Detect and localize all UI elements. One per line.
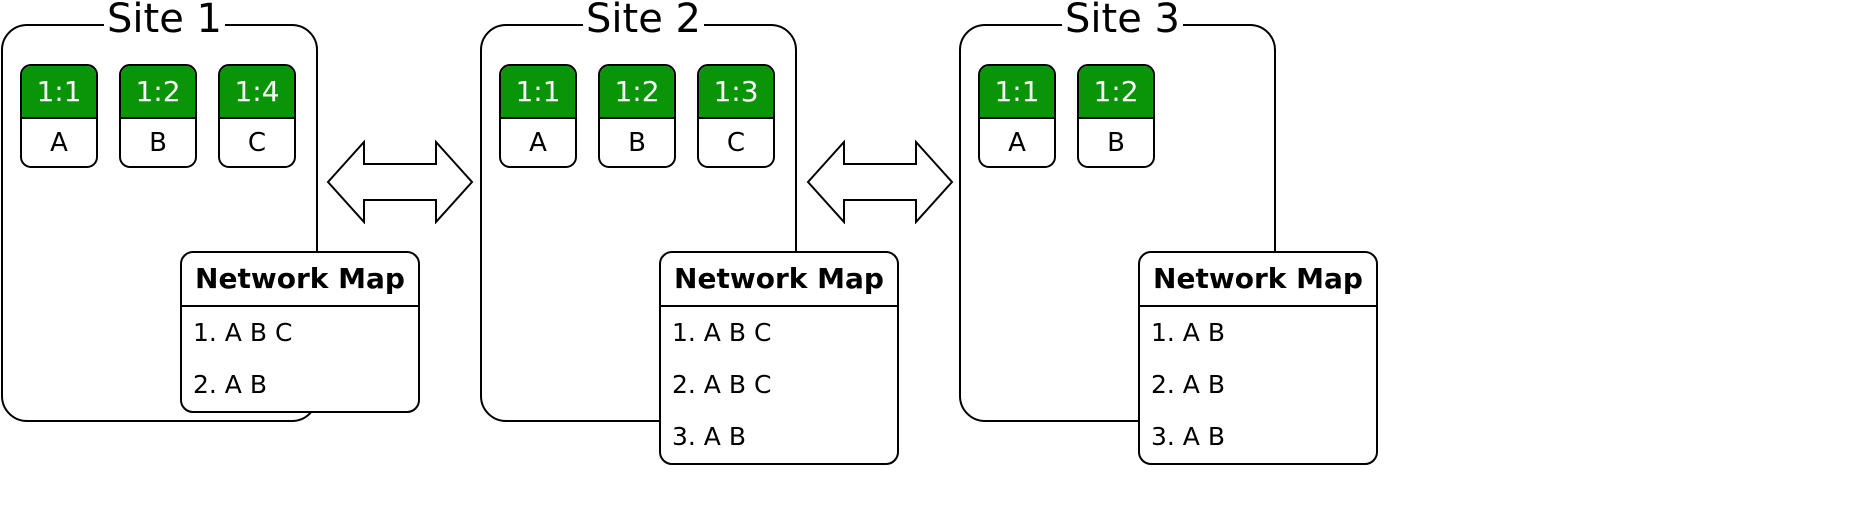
- node-id: 1:3: [699, 66, 773, 119]
- node-id: 1:1: [22, 66, 96, 119]
- site-2-nodes: 1:1 A 1:2 B 1:3 C: [499, 64, 775, 168]
- node-id: 1:4: [220, 66, 294, 119]
- site-1-nodes: 1:1 A 1:2 B 1:4 C: [20, 64, 296, 168]
- node-card: 1:2 B: [1077, 64, 1155, 168]
- node-id: 1:1: [980, 66, 1054, 119]
- double-arrow-icon: [326, 140, 474, 224]
- site-1-title: Site 1: [104, 0, 225, 45]
- site-2-title: Site 2: [583, 0, 704, 45]
- site-1-network-map: Network Map 1. A B C 2. A B: [180, 251, 420, 413]
- node-card: 1:2 B: [598, 64, 676, 168]
- network-map-row: 3. A B: [672, 422, 746, 451]
- node-letter: B: [1107, 128, 1125, 158]
- node-letter: C: [726, 128, 746, 158]
- double-arrow-icon: [806, 140, 954, 224]
- network-map-title: Network Map: [182, 253, 418, 307]
- site-3: Site 3 1:1 A 1:2 B Network Map 1. A B 2.…: [958, 0, 1520, 465]
- node-card: 1:1 A: [499, 64, 577, 168]
- node-id: 1:2: [1079, 66, 1153, 119]
- node-card: 1:2 B: [119, 64, 197, 168]
- node-letter: A: [1008, 128, 1026, 158]
- node-letter: C: [247, 128, 267, 158]
- node-letter: B: [628, 128, 646, 158]
- site-3-network-map: Network Map 1. A B 2. A B 3. A B: [1138, 251, 1378, 465]
- network-map-row: 3. A B: [1151, 422, 1225, 451]
- site-1: Site 1 1:1 A 1:2 B 1:4 C Network Map 1. …: [0, 0, 562, 460]
- site-2-network-map: Network Map 1. A B C 2. A B C 3. A B: [659, 251, 899, 465]
- network-map-title: Network Map: [1140, 253, 1376, 307]
- node-id: 1:1: [501, 66, 575, 119]
- site-3-title: Site 3: [1062, 0, 1183, 45]
- network-map-title: Network Map: [661, 253, 897, 307]
- site-3-nodes: 1:1 A 1:2 B: [978, 64, 1155, 168]
- network-map-row: 2. A B C: [672, 370, 772, 399]
- node-card: 1:1 A: [978, 64, 1056, 168]
- network-map-row: 1. A B C: [193, 318, 293, 347]
- site-2: Site 2 1:1 A 1:2 B 1:3 C Network Map 1. …: [479, 0, 1041, 465]
- node-id: 1:2: [600, 66, 674, 119]
- node-card: 1:1 A: [20, 64, 98, 168]
- network-map-row: 1. A B C: [672, 318, 772, 347]
- node-letter: A: [529, 128, 547, 158]
- network-map-row: 2. A B: [193, 370, 267, 399]
- network-map-row: 2. A B: [1151, 370, 1225, 399]
- node-id: 1:2: [121, 66, 195, 119]
- node-letter: A: [50, 128, 68, 158]
- node-card: 1:4 C: [218, 64, 296, 168]
- node-card: 1:3 C: [697, 64, 775, 168]
- node-letter: B: [149, 128, 167, 158]
- network-map-row: 1. A B: [1151, 318, 1225, 347]
